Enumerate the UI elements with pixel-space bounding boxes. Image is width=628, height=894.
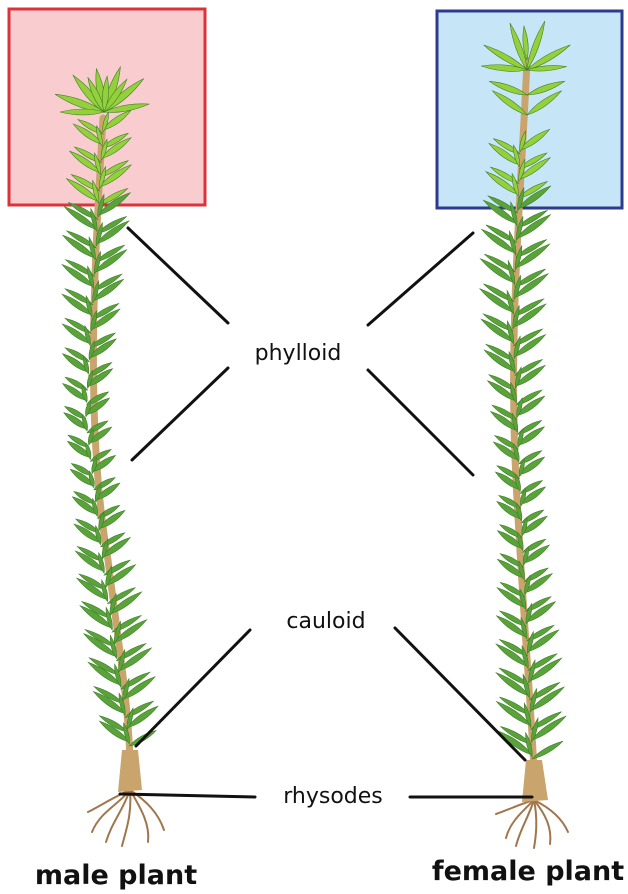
- rhysode-root: [106, 790, 130, 842]
- phylloid-leaf: [532, 741, 563, 759]
- phylloid-leaf: [86, 443, 91, 459]
- phylloid-line-male-lower: [132, 368, 228, 460]
- phylloid-line-female-lower: [368, 370, 473, 475]
- phylloid-line-female-upper: [368, 233, 473, 325]
- female-top-highlight: [437, 11, 622, 208]
- phylloid-label: phylloid: [255, 341, 342, 366]
- female-plant-label: female plant: [432, 856, 624, 887]
- stem-base: [118, 750, 142, 792]
- male-plant-label: male plant: [35, 860, 197, 891]
- cauloid-line-male: [136, 630, 250, 746]
- rhysodes-label: rhysodes: [283, 784, 383, 809]
- rhysode-root: [534, 800, 568, 832]
- phylloid-leaf: [82, 415, 87, 431]
- cauloid-label: cauloid: [286, 609, 365, 634]
- phylloid-line-male-upper: [128, 228, 228, 323]
- rhysode-root: [534, 800, 536, 848]
- rhysode-root: [516, 800, 534, 846]
- leader-lines: [120, 228, 532, 797]
- phylloid-leaf: [89, 471, 94, 488]
- rhysode-root: [92, 790, 130, 832]
